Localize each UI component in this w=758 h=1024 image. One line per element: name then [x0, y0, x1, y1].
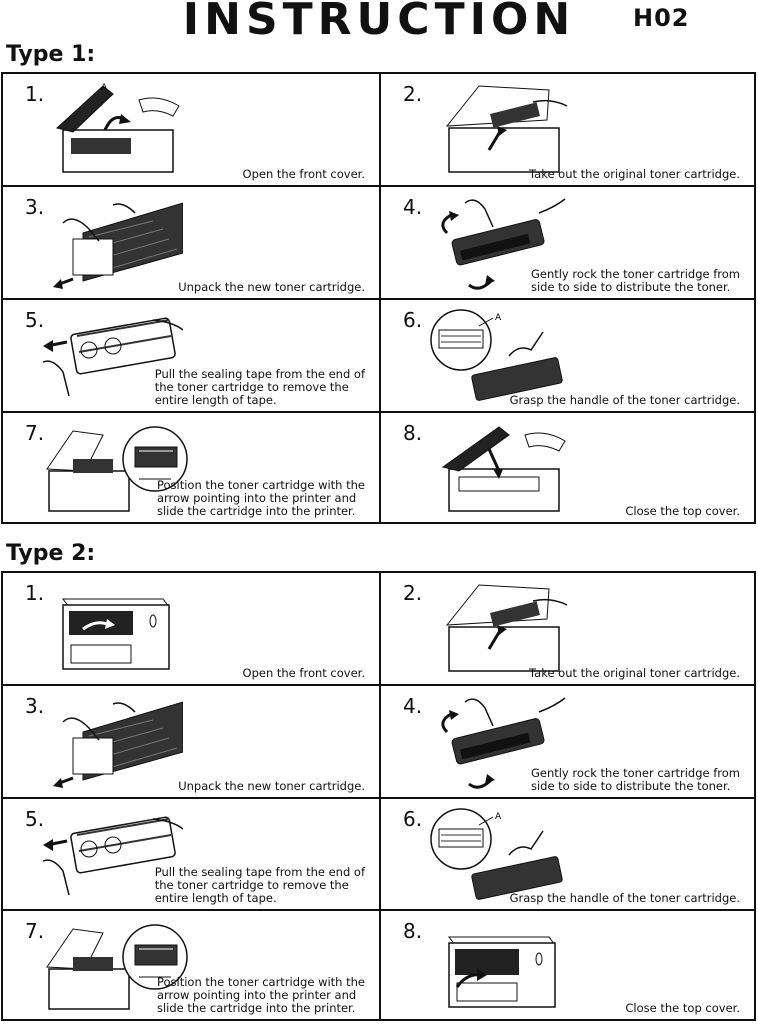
step-panel: 2. Take out the original toner cartridge.: [381, 74, 754, 187]
pull-tape-icon: [43, 805, 183, 905]
printer-close-front-icon: [429, 917, 569, 1017]
step-caption: Pull the sealing tape from the end of th…: [154, 367, 365, 407]
step-panel: 8. Close the top cover.: [381, 911, 754, 1019]
step-caption: Position the toner cartridge with the ar…: [156, 975, 365, 1015]
unpack-cartridge-icon: [43, 193, 183, 293]
step-number: 8.: [403, 421, 423, 445]
svg-text:A: A: [101, 83, 108, 93]
step-panel: 4. Gently rock the toner cartridge from s…: [381, 686, 754, 799]
step-number: 6.: [403, 807, 423, 831]
step-panel: 5. Pull the sealing tape from the end of …: [3, 300, 381, 413]
printer-open-front-icon: [43, 579, 183, 679]
step-caption: Close the top cover.: [625, 1001, 740, 1015]
step-panel: 4. Gently rock the toner cartridge from s…: [381, 187, 754, 300]
type-1-steps-grid: A 1. Open the front cover. 2. Take out the…: [1, 72, 756, 524]
printer-remove-cartridge-icon: [429, 579, 569, 679]
step-panel: 3. Unpack the new toner cartridge.: [3, 686, 381, 799]
rock-cartridge-icon: [429, 692, 569, 792]
step-caption: Grasp the handle of the toner cartridge.: [509, 891, 740, 905]
step-caption: Take out the original toner cartridge.: [529, 666, 740, 680]
page-title: INSTRUCTION: [182, 0, 576, 45]
step-caption: Pull the sealing tape from the end of th…: [154, 865, 365, 905]
step-number: 6.: [403, 308, 423, 332]
step-caption: Grasp the handle of the toner cartridge.: [509, 393, 740, 407]
step-caption: Open the front cover.: [242, 666, 365, 680]
step-panel: A 6. Grasp the handle of the toner cartri…: [381, 300, 754, 413]
type-2-steps-grid: 1. Open the front cover. 2. Take out the o…: [1, 571, 756, 1021]
svg-text:A: A: [495, 313, 502, 323]
step-caption: Open the front cover.: [242, 167, 365, 181]
insert-cartridge-icon: [43, 917, 193, 1017]
unpack-cartridge-icon: [43, 692, 183, 792]
svg-text:A: A: [495, 812, 502, 822]
step-number: 8.: [403, 919, 423, 943]
step-number: 1.: [25, 82, 45, 106]
step-number: 3.: [25, 694, 45, 718]
step-caption: Position the toner cartridge with the ar…: [156, 478, 365, 518]
step-caption: Gently rock the toner cartridge from sid…: [530, 766, 740, 793]
printer-close-top-icon: [429, 419, 569, 519]
step-number: 2.: [403, 82, 423, 106]
step-number: 4.: [403, 195, 423, 219]
step-panel: A 6. Grasp the handle of the toner cartri…: [381, 799, 754, 911]
step-number: 4.: [403, 694, 423, 718]
step-caption: Take out the original toner cartridge.: [529, 167, 740, 181]
step-panel: 3. Unpack the new toner cartridge.: [3, 187, 381, 300]
step-caption: Unpack the new toner cartridge.: [178, 779, 365, 793]
printer-open-top-icon: A: [43, 80, 183, 180]
step-panel: 8. Close the top cover.: [381, 413, 754, 522]
rock-cartridge-icon: [429, 193, 569, 293]
step-number: 5.: [25, 308, 45, 332]
step-number: 2.: [403, 581, 423, 605]
step-panel: 7. Position the toner cartridge with the …: [3, 911, 381, 1019]
printer-remove-cartridge-icon: [429, 80, 569, 180]
step-panel: 1. Open the front cover.: [3, 573, 381, 686]
step-number: 5.: [25, 807, 45, 831]
step-panel: 7. Position the toner cartridge with the …: [3, 413, 381, 522]
model-code: H02: [633, 4, 690, 32]
insert-cartridge-icon: [43, 419, 193, 519]
section-heading-type-1: Type 1:: [6, 42, 96, 67]
step-caption: Gently rock the toner cartridge from sid…: [530, 267, 740, 294]
step-number: 7.: [25, 919, 45, 943]
step-panel: 2. Take out the original toner cartridge.: [381, 573, 754, 686]
step-panel: A 1. Open the front cover.: [3, 74, 381, 187]
pull-tape-icon: [43, 306, 183, 406]
step-number: 7.: [25, 421, 45, 445]
grasp-handle-icon: A: [429, 306, 569, 406]
step-number: 3.: [25, 195, 45, 219]
step-number: 1.: [25, 581, 45, 605]
grasp-handle-icon: A: [429, 805, 569, 905]
step-caption: Close the top cover.: [625, 504, 740, 518]
section-heading-type-2: Type 2:: [6, 541, 96, 566]
step-panel: 5. Pull the sealing tape from the end of …: [3, 799, 381, 911]
step-caption: Unpack the new toner cartridge.: [178, 280, 365, 294]
